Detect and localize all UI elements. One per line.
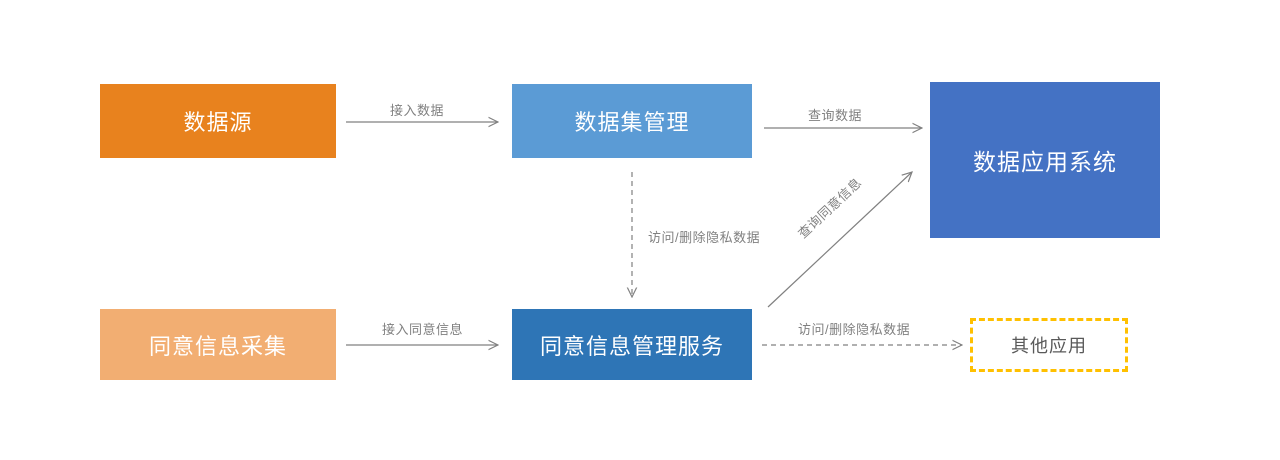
node-data-source[interactable]: 数据源 — [100, 84, 336, 158]
edge-label-ingest-data: 接入数据 — [390, 103, 445, 118]
node-dataset-management[interactable]: 数据集管理 — [512, 84, 752, 158]
edge-label-query-data: 查询数据 — [808, 108, 863, 123]
node-other-application-label: 其他应用 — [1011, 336, 1087, 356]
node-consent-information-collection[interactable]: 同意信息采集 — [100, 309, 336, 380]
edge-label-ingest-consent-info: 接入同意信息 — [382, 322, 464, 337]
node-consent-information-management-service[interactable]: 同意信息管理服务 — [512, 309, 752, 380]
edge-label-access-delete-private-data-right: 访问/删除隐私数据 — [798, 322, 911, 337]
node-other-application[interactable]: 其他应用 — [970, 318, 1128, 372]
node-consent-information-collection-label: 同意信息采集 — [148, 333, 287, 359]
node-dataset-management-label: 数据集管理 — [574, 110, 690, 135]
edge-label-query-consent-info: 查询同意信息 — [795, 174, 865, 242]
node-data-application-system-label: 数据应用系统 — [973, 149, 1117, 175]
node-data-application-system[interactable]: 数据应用系统 — [930, 82, 1160, 238]
node-consent-information-management-service-label: 同意信息管理服务 — [539, 333, 724, 359]
node-data-source-label: 数据源 — [183, 110, 253, 135]
edge-label-access-delete-private-data-down: 访问/删除隐私数据 — [648, 230, 761, 245]
